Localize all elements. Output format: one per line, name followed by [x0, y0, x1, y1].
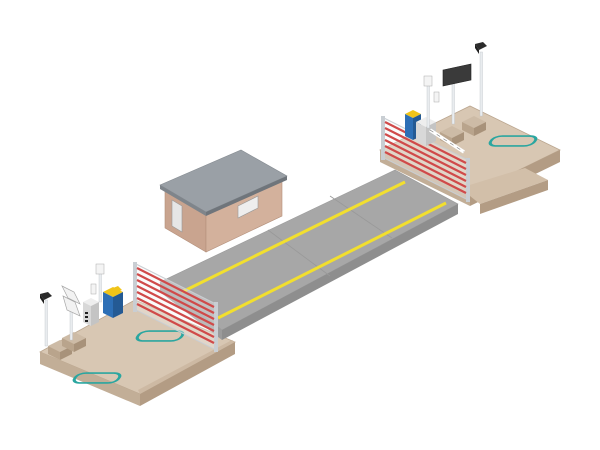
- ticket-kiosk-icon: [103, 286, 123, 318]
- grating-post: [381, 116, 385, 160]
- lane-line-right: [217, 201, 447, 320]
- traffic-light-pole: [44, 299, 48, 347]
- left-platform-side-b: [140, 342, 235, 406]
- camera-pole: [426, 83, 430, 129]
- infrared-grating-icon: [133, 262, 218, 352]
- pole-base-side: [474, 122, 486, 136]
- camera-pole: [98, 271, 102, 303]
- pole-base-side: [452, 132, 464, 146]
- traffic-light-icon: [475, 44, 479, 54]
- grating-post: [214, 302, 218, 352]
- camera-icon: [90, 283, 97, 295]
- grating-post: [133, 262, 137, 312]
- barrier-housing: [416, 122, 426, 146]
- board-pole: [451, 77, 455, 125]
- ground-sensor-loop-icon: [135, 330, 185, 342]
- kiosk-side: [405, 114, 413, 140]
- traffic-light-icon: [40, 292, 52, 300]
- ground-sensor-loop-icon: [72, 372, 122, 384]
- grating-bars: [136, 267, 215, 344]
- kiosk-panel: [113, 286, 122, 292]
- booth-door: [171, 199, 183, 233]
- sign-board: [61, 285, 81, 305]
- pole-base-side: [48, 346, 60, 360]
- booth-roof-edge: [206, 176, 287, 216]
- traffic-light-pole: [479, 51, 483, 117]
- kiosk-side: [103, 292, 113, 318]
- booth-window: [237, 195, 259, 219]
- grating-post: [466, 158, 470, 202]
- right-step: [460, 168, 548, 204]
- barrier-housing: [91, 302, 99, 326]
- traffic-light-icon: [475, 42, 487, 50]
- led-display-icon: [442, 63, 472, 87]
- camera-icon: [433, 91, 440, 103]
- scale-deck: [159, 169, 459, 340]
- camera-icon: [423, 75, 433, 87]
- pole-base-side: [462, 122, 474, 136]
- sign-board: [62, 295, 81, 317]
- right-step-side: [480, 180, 548, 214]
- left-ramp: [138, 340, 235, 394]
- kiosk-side: [113, 292, 123, 318]
- booth-roof-edge: [160, 185, 206, 216]
- camera-icon: [95, 263, 105, 275]
- pole-base-side: [62, 338, 74, 352]
- lane-line-left: [181, 180, 406, 294]
- left-platform-side-a: [40, 352, 140, 406]
- guard-booth-icon: [159, 149, 288, 253]
- barrier-hazard-stripes: [85, 312, 88, 322]
- scale-deck-side-left: [160, 282, 222, 340]
- right-equipment: [423, 42, 487, 129]
- scale-deck-side-front: [222, 204, 458, 340]
- traffic-light-icon: [40, 294, 44, 304]
- boom-barrier-icon: [83, 298, 99, 326]
- left-equipment: [40, 263, 105, 347]
- barrier-arm-stripes: [429, 129, 465, 153]
- ground-sensor-loop-icon: [488, 135, 538, 147]
- deck-seam: [329, 195, 393, 239]
- pole-base-side: [74, 338, 86, 352]
